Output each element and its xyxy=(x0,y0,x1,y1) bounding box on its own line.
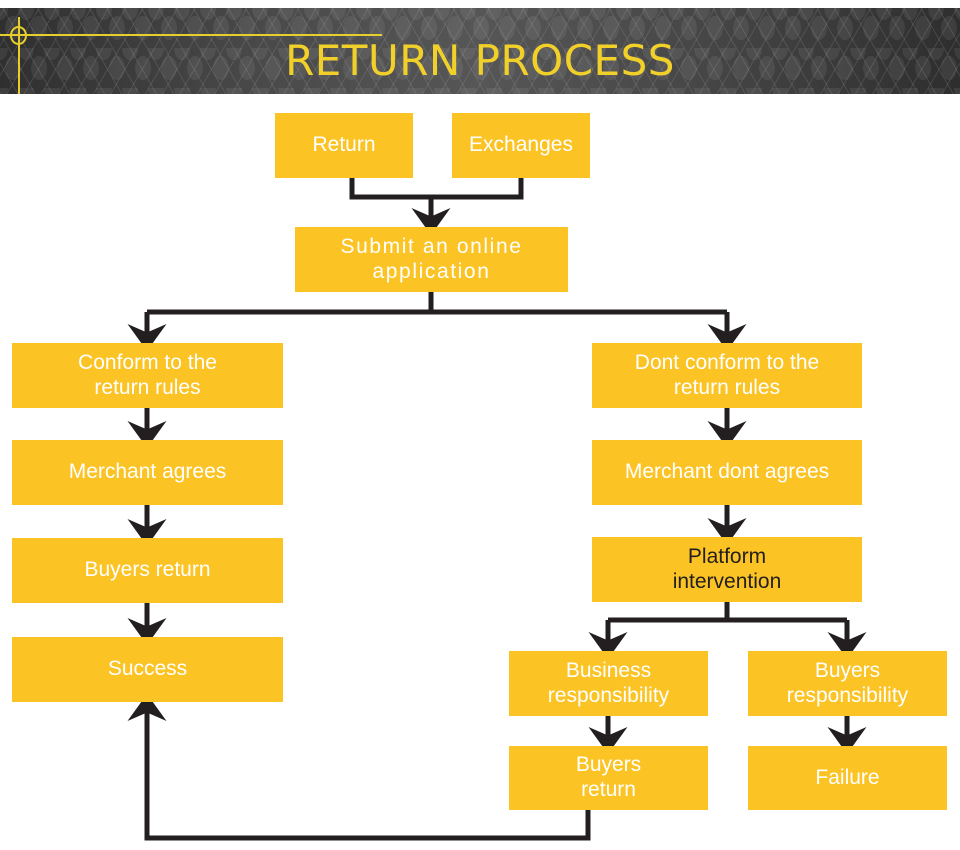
node-platform-line1: Platform xyxy=(687,544,767,568)
header-vertical-rule xyxy=(18,17,20,94)
node-buyers-responsibility[interactable]: Buyers responsibility xyxy=(748,651,947,716)
node-business-responsibility-line2: responsibility xyxy=(547,683,670,707)
node-submit-online-application-label: Submit an online application xyxy=(301,235,562,285)
node-buyers-responsibility-line2: responsibility xyxy=(786,683,909,707)
node-platform-intervention-label: Platform intervention xyxy=(598,545,856,595)
node-return-label: Return xyxy=(312,133,376,157)
node-dont-conform-line1: Dont conform to the xyxy=(634,350,820,374)
node-buyers-return-secondary-line2: return xyxy=(581,778,636,801)
node-conform-to-return-rules[interactable]: Conform to the return rules xyxy=(12,343,283,408)
node-exchanges[interactable]: Exchanges xyxy=(452,113,590,178)
header-circle-marker-icon xyxy=(10,26,27,45)
node-buyers-responsibility-line1: Buyers xyxy=(814,658,881,682)
node-platform-intervention[interactable]: Platform intervention xyxy=(592,537,862,602)
node-merchant-dont-agrees[interactable]: Merchant dont agrees xyxy=(592,440,862,505)
node-buyers-return[interactable]: Buyers return xyxy=(12,538,283,603)
node-return[interactable]: Return xyxy=(275,113,413,178)
node-business-responsibility-line1: Business xyxy=(565,658,652,682)
node-merchant-agrees-label: Merchant agrees xyxy=(68,460,227,484)
node-submit-line2: application xyxy=(372,259,491,283)
node-buyers-return-secondary[interactable]: Buyers return xyxy=(509,746,708,810)
node-buyers-responsibility-label: Buyers responsibility xyxy=(754,659,941,709)
node-buyers-return-secondary-line1: Buyers xyxy=(575,753,642,777)
node-submit-online-application[interactable]: Submit an online application xyxy=(295,227,568,292)
node-dont-conform-to-return-rules[interactable]: Dont conform to the return rules xyxy=(592,343,862,408)
node-failure[interactable]: Failure xyxy=(748,746,947,810)
node-business-responsibility-label: Business responsibility xyxy=(515,659,702,709)
node-business-responsibility[interactable]: Business responsibility xyxy=(509,651,708,716)
node-merchant-dont-agrees-label: Merchant dont agrees xyxy=(624,460,830,484)
node-failure-label: Failure xyxy=(815,765,880,789)
node-buyers-return-secondary-label: Buyers return xyxy=(515,753,702,803)
node-success-label: Success xyxy=(107,657,188,681)
node-buyers-return-label: Buyers return xyxy=(84,558,211,582)
header-horizontal-rule xyxy=(0,34,382,36)
node-exchanges-label: Exchanges xyxy=(469,133,573,157)
node-submit-line1: Submit an online xyxy=(340,234,523,258)
node-platform-line2: intervention xyxy=(672,569,782,593)
node-dont-conform-label: Dont conform to the return rules xyxy=(598,351,856,401)
edge-exchanges-to-submit xyxy=(431,178,524,200)
edge-return-to-submit xyxy=(349,178,431,200)
page-title: RETURN PROCESS xyxy=(285,36,675,85)
node-conform-line1: Conform to the xyxy=(78,350,217,374)
node-merchant-agrees[interactable]: Merchant agrees xyxy=(12,440,283,505)
node-conform-line2: return rules xyxy=(94,375,201,399)
edge-submit-split-bus xyxy=(147,291,434,315)
node-success[interactable]: Success xyxy=(12,637,283,702)
node-dont-conform-line2: return rules xyxy=(673,375,781,399)
edge-platform-split-bus xyxy=(608,602,730,623)
node-conform-label: Conform to the return rules xyxy=(18,351,277,401)
